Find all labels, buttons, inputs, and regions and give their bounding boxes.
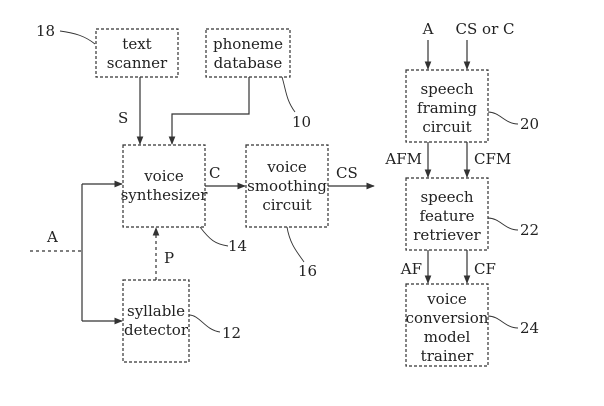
syllable-detector-block: syllable detector [122, 279, 190, 363]
signal-a-left-label: A [46, 228, 58, 246]
speech-feature-retriever-block: speech feature retriever [405, 177, 489, 251]
ref-14: 14 [228, 237, 247, 255]
voice-smoothing-label-line2: smoothing [247, 177, 327, 195]
speech-feature-label-line2: feature [419, 207, 474, 225]
speech-feature-label-line3: retriever [413, 226, 481, 244]
ref-12: 12 [222, 324, 241, 342]
speech-feature-label-line1: speech [420, 188, 473, 206]
arrow-database-to-synthesizer [168, 77, 250, 145]
leader-12 [188, 314, 221, 333]
signal-af-label: AF [400, 260, 422, 278]
leader-24 [487, 315, 519, 329]
voice-synthesizer-block: voice synthesizer [121, 144, 209, 228]
voice-synthesizer-label-line2: synthesizer [121, 186, 209, 204]
ref-18: 18 [36, 22, 55, 40]
signal-cs-label: CS [336, 164, 358, 182]
signal-a-top-label: A [422, 20, 434, 38]
syllable-detector-label-line1: syllable [127, 302, 185, 320]
voice-smoothing-label-line3: circuit [262, 196, 311, 214]
phoneme-database-label-line2: database [214, 54, 283, 72]
signal-cf-label: CF [474, 260, 496, 278]
leader-14 [199, 226, 229, 247]
signal-afm-label: AFM [384, 150, 422, 168]
voice-synthesizer-label-line1: voice [143, 167, 184, 185]
voice-smoothing-circuit-block: voice smoothing circuit [245, 144, 329, 228]
leader-22 [487, 217, 519, 231]
leader-18 [59, 30, 96, 45]
signal-c-label: C [209, 164, 220, 182]
phoneme-database-label-line1: phoneme [213, 35, 283, 53]
voice-conversion-model-trainer-block: voice conversion model trainer [405, 283, 489, 367]
text-scanner-block: text scanner [95, 28, 179, 78]
leader-20 [487, 111, 519, 125]
signal-p-label: P [164, 249, 174, 267]
ref-22: 22 [520, 221, 539, 239]
voice-conversion-label-line2: conversion [406, 309, 489, 327]
speech-framing-circuit-block: speech framing circuit [405, 69, 489, 143]
ref-20: 20 [520, 115, 539, 133]
voice-conversion-label-line4: trainer [421, 347, 474, 365]
voice-conversion-label-line3: model [424, 328, 471, 346]
text-scanner-label-line1: text [122, 35, 151, 53]
phoneme-database-block: phoneme database [205, 28, 291, 78]
voice-smoothing-label-line1: voice [266, 158, 307, 176]
leader-16 [286, 226, 305, 263]
signal-s-label: S [118, 109, 128, 127]
signal-cs-or-c-label: CS or C [456, 20, 515, 38]
speech-framing-label-line1: speech [420, 80, 473, 98]
ref-16: 16 [298, 262, 317, 280]
speech-framing-label-line2: framing [417, 99, 477, 117]
signal-cfm-label: CFM [474, 150, 511, 168]
ref-24: 24 [520, 319, 539, 337]
syllable-detector-label-line2: detector [124, 321, 189, 339]
ref-10: 10 [292, 113, 311, 131]
speech-framing-label-line3: circuit [422, 118, 471, 136]
text-scanner-label-line2: scanner [107, 54, 168, 72]
voice-conversion-label-line1: voice [426, 290, 467, 308]
leader-10 [281, 76, 296, 113]
